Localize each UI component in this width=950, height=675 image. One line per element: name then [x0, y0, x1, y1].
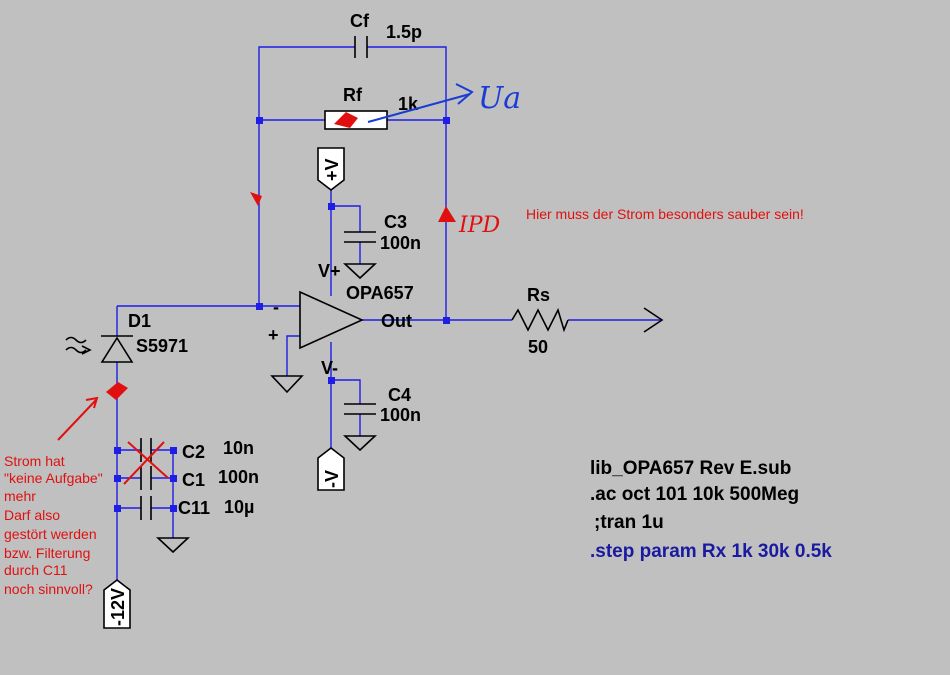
resistor-rs[interactable]: Rs 50: [511, 285, 569, 357]
rf-label: Rf: [343, 85, 363, 105]
c11-label: C11: [178, 498, 210, 518]
capacitor-c4[interactable]: C4 100n: [344, 385, 421, 425]
left-note-line: Strom hat: [4, 453, 65, 469]
opamp-out-label: Out: [381, 311, 412, 331]
red-pointer-arrow-icon: [57, 396, 99, 441]
directive-lib[interactable]: lib_OPA657 Rev E.sub: [590, 458, 791, 479]
c2-value: 10n: [223, 438, 254, 458]
c1-label: C1: [182, 470, 205, 490]
left-note: Strom hat "keine Aufgabe" mehr Darf also…: [4, 453, 103, 597]
vplus-pin-label: V+: [318, 261, 341, 281]
ground-symbol: [342, 263, 378, 280]
c11-value: 10µ: [224, 497, 254, 517]
directive-tran[interactable]: ;tran 1u: [594, 512, 664, 533]
left-note-line: bzw. Filterung: [4, 545, 90, 561]
directive-ac[interactable]: .ac oct 101 10k 500Meg: [590, 484, 799, 505]
vminus-pin-label: V-: [321, 358, 338, 378]
left-note-line: gestört werden: [4, 526, 97, 542]
left-note-line: durch C11: [4, 562, 68, 578]
red-current-arrow-icon: [106, 382, 128, 400]
c3-value: 100n: [380, 233, 421, 253]
opamp-opa657[interactable]: - + V+ V- OPA657 Out: [268, 261, 414, 378]
d1-value: S5971: [136, 336, 188, 356]
ground-symbol: [342, 435, 378, 452]
left-note-line: Darf also: [4, 507, 60, 523]
photodiode-d1[interactable]: D1 S5971: [100, 311, 188, 363]
c4-label: C4: [388, 385, 411, 405]
left-note-line: "keine Aufgabe": [4, 470, 103, 486]
port-vminus[interactable]: -V: [317, 446, 345, 491]
port-neg12v-label: -12V: [108, 588, 128, 626]
opamp-name: OPA657: [346, 283, 414, 303]
capacitor-c3[interactable]: C3 100n: [344, 212, 421, 253]
ground-symbol: [155, 537, 191, 554]
left-note-line: noch sinnvoll?: [4, 581, 93, 597]
port-vplus-label: +V: [322, 158, 342, 181]
ipd-annotation: IPD: [458, 213, 500, 238]
port-vminus-label: -V: [322, 470, 342, 488]
port-neg12v[interactable]: -12V: [103, 578, 131, 629]
rs-label: Rs: [527, 285, 550, 305]
c3-label: C3: [384, 212, 407, 232]
blue-output-arrow-icon: [367, 83, 474, 123]
red-current-arrow-icon: [438, 206, 456, 222]
red-current-arrow-icon: [250, 192, 262, 206]
cf-value: 1.5p: [386, 22, 422, 42]
capacitor-cf[interactable]: Cf 1.5p: [350, 11, 422, 58]
ground-symbol: [270, 375, 304, 394]
c4-value: 100n: [380, 405, 421, 425]
capacitor-c1[interactable]: C1 100n: [140, 466, 259, 490]
noninverting-input-sign: +: [268, 325, 279, 345]
rs-value: 50: [528, 337, 548, 357]
red-cross-icon: [123, 441, 169, 485]
capacitor-c2[interactable]: C2 10n: [140, 438, 254, 462]
d1-label: D1: [128, 311, 151, 331]
ua-annotation: Ua: [478, 81, 521, 116]
strom-note: Hier muss der Strom besonders sauber sei…: [526, 206, 804, 222]
directive-step[interactable]: .step param Rx 1k 30k 0.5k: [590, 541, 832, 562]
junctions: [114, 117, 450, 512]
spice-directives: lib_OPA657 Rev E.sub .ac oct 101 10k 500…: [590, 458, 832, 562]
capacitor-c11[interactable]: C11 10µ: [140, 496, 254, 520]
cf-label: Cf: [350, 11, 370, 31]
inverting-input-sign: -: [273, 297, 279, 317]
left-note-line: mehr: [4, 488, 36, 504]
c1-value: 100n: [218, 467, 259, 487]
output-arrow-icon: [643, 307, 664, 333]
port-vplus[interactable]: +V: [317, 147, 345, 192]
c2-label: C2: [182, 442, 205, 462]
red-current-arrow-icon: [334, 112, 358, 128]
light-rays-icon: [65, 336, 92, 355]
